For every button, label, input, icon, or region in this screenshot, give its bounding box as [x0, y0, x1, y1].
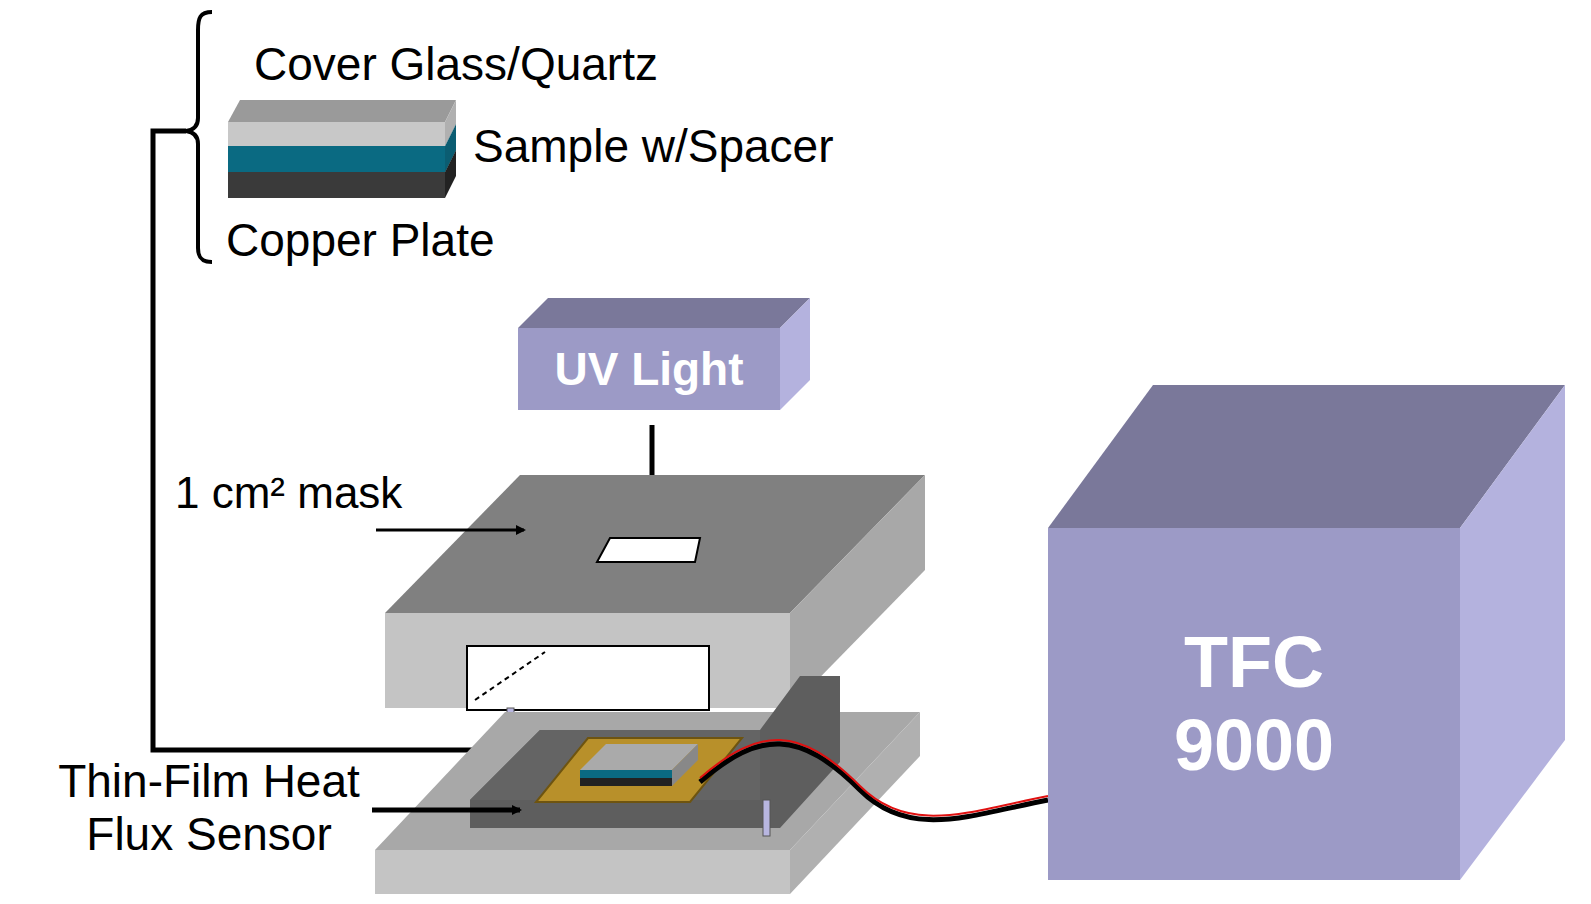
sensor-label: Thin-Film Heat Flux Sensor: [14, 755, 404, 861]
box-label: TFC 9000: [1139, 621, 1369, 787]
mask-label: 1 cm² mask: [175, 468, 402, 519]
controller-box: TFC 9000: [1048, 528, 1460, 880]
box-label: UV Light: [554, 344, 743, 395]
layer-label: Cover Glass/Quartz: [254, 38, 658, 91]
layer-label: Sample w/Spacer: [473, 120, 834, 173]
layer-label: Copper Plate: [226, 214, 495, 267]
light-source-box: UV Light: [518, 328, 780, 410]
